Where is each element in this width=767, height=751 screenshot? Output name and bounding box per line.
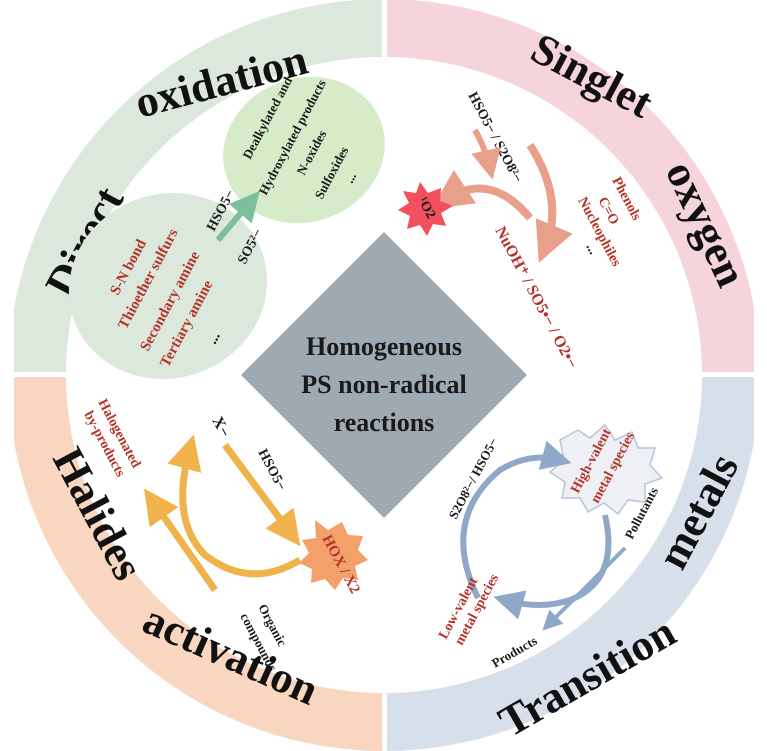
arrow-to-singlet bbox=[471, 128, 501, 180]
metal-reduction-arc bbox=[493, 514, 612, 620]
singlet-starburst bbox=[398, 182, 453, 236]
pollutant-arrow bbox=[542, 546, 627, 631]
halide-cycle-arc bbox=[167, 434, 302, 578]
product-ellipse bbox=[223, 76, 385, 224]
arrow-oxidant-down bbox=[526, 142, 573, 263]
oxidation-arrow bbox=[215, 190, 260, 242]
center-diamond bbox=[241, 232, 527, 518]
high-valent-starburst bbox=[548, 423, 664, 516]
hox-starburst bbox=[299, 520, 368, 590]
byproduct-arrow bbox=[143, 488, 218, 593]
metal-oxidation-arc bbox=[460, 440, 572, 600]
center-title-line3: reactions bbox=[334, 408, 435, 437]
halide-activation-arrow bbox=[222, 442, 301, 547]
arrow-to-1o2 bbox=[431, 170, 534, 221]
center-title-line2: PS non-radical bbox=[301, 370, 466, 399]
center-title-line1: Homogeneous bbox=[306, 332, 462, 361]
